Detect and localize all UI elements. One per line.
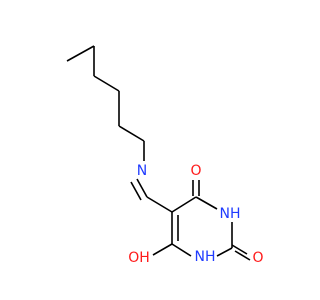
bond-n-ch-double [130,181,142,201]
structure-svg: N O NH O NH OH [66,45,264,266]
atom-oxygen-right: O [252,250,263,266]
bond-c5-c6 [118,125,145,142]
bond-c2-n1 [216,247,233,257]
molecule-diagram: N O NH O NH OH [66,45,264,266]
atom-imine-nitrogen: N [137,163,147,179]
bond-c4-n3 [195,196,218,210]
bond-n-ch-single [136,178,148,198]
atom-nh-right: NH [220,206,241,222]
bond-c3-c4 [93,75,120,92]
imine-linkage [130,178,173,213]
pyrimidine-ring [171,196,233,257]
bond-c6-oh [152,243,173,256]
bond-c1-c2 [66,45,95,62]
bond-c2-o-b [234,250,251,261]
bond-ch-c5ring [146,196,173,213]
atom-nh-bottom: NH [195,249,216,265]
bond-c2-o-a [231,244,248,255]
substituents [152,180,251,261]
atom-hydroxyl: OH [128,250,150,266]
bond-c5-c4 [171,196,197,213]
hexyl-chain [66,45,145,161]
atom-oxygen-top: O [190,163,201,179]
bond-n1-c6 [171,243,192,257]
